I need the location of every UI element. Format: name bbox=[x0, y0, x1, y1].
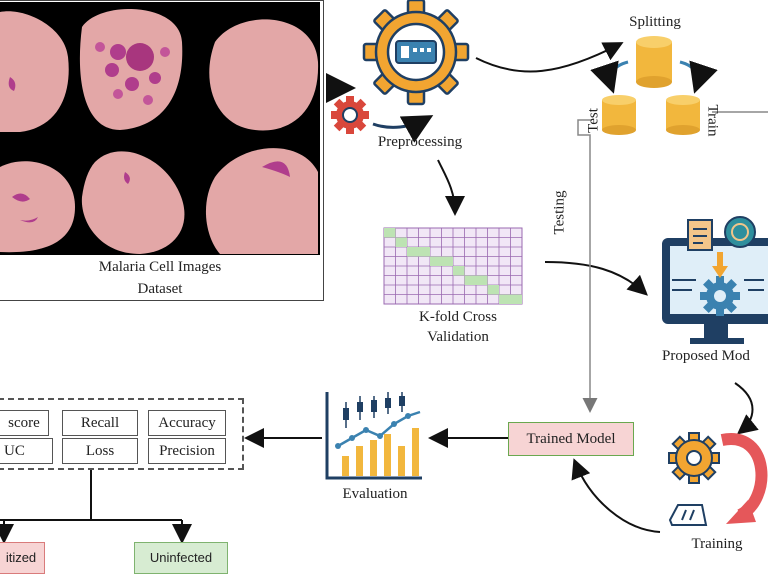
split-arrow-left-icon bbox=[590, 60, 629, 94]
arrow-pre-out bbox=[372, 115, 434, 143]
arrow-model-to-training bbox=[734, 382, 759, 435]
metric-precision: Precision bbox=[148, 438, 226, 464]
testing-line bbox=[577, 119, 598, 413]
evaluation-label: Evaluation bbox=[342, 486, 408, 502]
preprocessing-label: Preprocessing bbox=[377, 134, 463, 150]
arrow-training-to-trained bbox=[571, 458, 661, 533]
arrow-preprocessing-to-kfold bbox=[437, 159, 465, 216]
metrics-box: score Recall Accuracy UC Loss Precision bbox=[0, 398, 244, 470]
splitting-db-icon bbox=[636, 36, 672, 88]
splitting-label: Splitting bbox=[629, 14, 681, 30]
trained-model-box: Trained Model bbox=[508, 422, 634, 456]
metric-recall: Recall bbox=[62, 410, 138, 436]
train-db-icon bbox=[666, 95, 700, 135]
metric-loss: Loss bbox=[62, 438, 138, 464]
dataset-title-line1: Malaria Cell Images bbox=[98, 259, 222, 275]
arrow-kfold-to-model bbox=[544, 261, 648, 296]
test-db-icon bbox=[602, 95, 636, 135]
trained-model-label: Trained Model bbox=[526, 431, 616, 447]
dataset-title-line2: Dataset bbox=[137, 281, 183, 297]
parasitized-box: itized bbox=[0, 542, 45, 574]
split-arrow-right-icon bbox=[679, 60, 718, 94]
uninfected-box: Uninfected bbox=[134, 542, 228, 574]
parasitized-label: itized bbox=[5, 550, 37, 565]
metric-f1-score: score bbox=[0, 410, 49, 436]
metric-accuracy: Accuracy bbox=[148, 410, 226, 436]
dataset-panel: Malaria Cell Images Dataset bbox=[0, 0, 324, 301]
uninfected-label: Uninfected bbox=[149, 550, 213, 565]
kfold-label-line2: Validation bbox=[427, 329, 489, 345]
proposed-model-label: Proposed Mod bbox=[662, 348, 750, 364]
training-label: Training bbox=[691, 536, 743, 552]
arrow-preprocessing-to-splitting bbox=[475, 42, 624, 73]
arrow-metrics-split bbox=[0, 468, 182, 521]
cell-images bbox=[0, 2, 320, 255]
metric-auc: UC bbox=[0, 438, 53, 464]
kfold-label-line1: K-fold Cross bbox=[419, 309, 497, 325]
